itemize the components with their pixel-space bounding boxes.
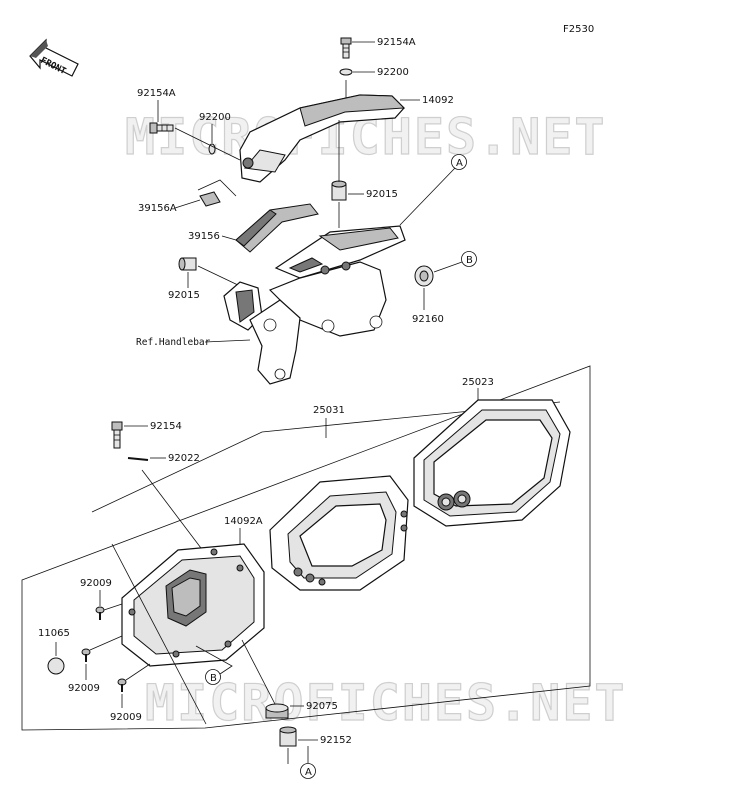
callout-a-bottom-text: A [305,767,312,778]
meter-unit-25031 [269,475,409,591]
screw-92009-c [117,678,127,692]
screw-92009-b [81,648,91,662]
label-39156a: 39156A [138,203,177,214]
cover-14092 [239,94,406,183]
grommet-92075 [265,703,289,719]
washer-92200-top [339,68,353,76]
pad-39156 [235,203,319,253]
washer-92022 [127,457,149,461]
label-92022: 92022 [168,453,200,464]
watermark-bottom: MICROFICHES.NET [145,674,627,732]
callout-b-top [461,251,477,267]
label-39156: 39156 [188,231,220,242]
label-92200-left: 92200 [199,112,231,123]
label-92009-b: 92009 [68,683,100,694]
label-92152: 92152 [320,735,352,746]
label-92009-c: 92009 [110,712,142,723]
screw-92009-a [95,606,105,620]
callout-a-bottom [300,763,316,779]
label-92015-left: 92015 [168,290,200,301]
bushing-92015-left [178,257,197,271]
cap-11065 [47,657,65,675]
label-25023: 25023 [462,377,494,388]
bolt-92154a-left [149,122,174,134]
bolt-92154a-top [340,37,352,59]
callout-b-bottom [205,669,221,685]
callout-b-bottom-text: B [210,673,217,684]
label-ref-handlebar: Ref.Handlebar [136,337,211,348]
grommet-92160 [414,265,434,287]
label-92075: 92075 [306,701,338,712]
figure-code: F2530 [563,24,594,35]
label-14092a: 14092A [224,516,263,527]
label-92009-a: 92009 [80,578,112,589]
handlebar-clamp [249,299,383,385]
bushing-92015-right [331,180,347,201]
bolt-92154 [111,421,123,449]
callout-b-top-text: B [466,255,473,266]
label-11065: 11065 [38,628,70,639]
pad-39156a [199,191,221,207]
label-14092: 14092 [422,95,454,106]
label-92200-top: 92200 [377,67,409,78]
label-25031: 25031 [313,405,345,416]
label-92160: 92160 [412,314,444,325]
washer-92200-left [208,143,216,155]
bushing-92152 [279,726,297,747]
meter-case-14092a [121,543,265,667]
label-92154a-left: 92154A [137,88,176,99]
label-92154: 92154 [150,421,182,432]
front-arrow-icon: FRONT [29,38,79,77]
label-92015-right: 92015 [366,189,398,200]
callout-a-top-text: A [456,158,463,169]
meter-cover-25023 [413,399,571,527]
label-92154a-top: 92154A [377,37,416,48]
callout-a-top [451,154,467,170]
